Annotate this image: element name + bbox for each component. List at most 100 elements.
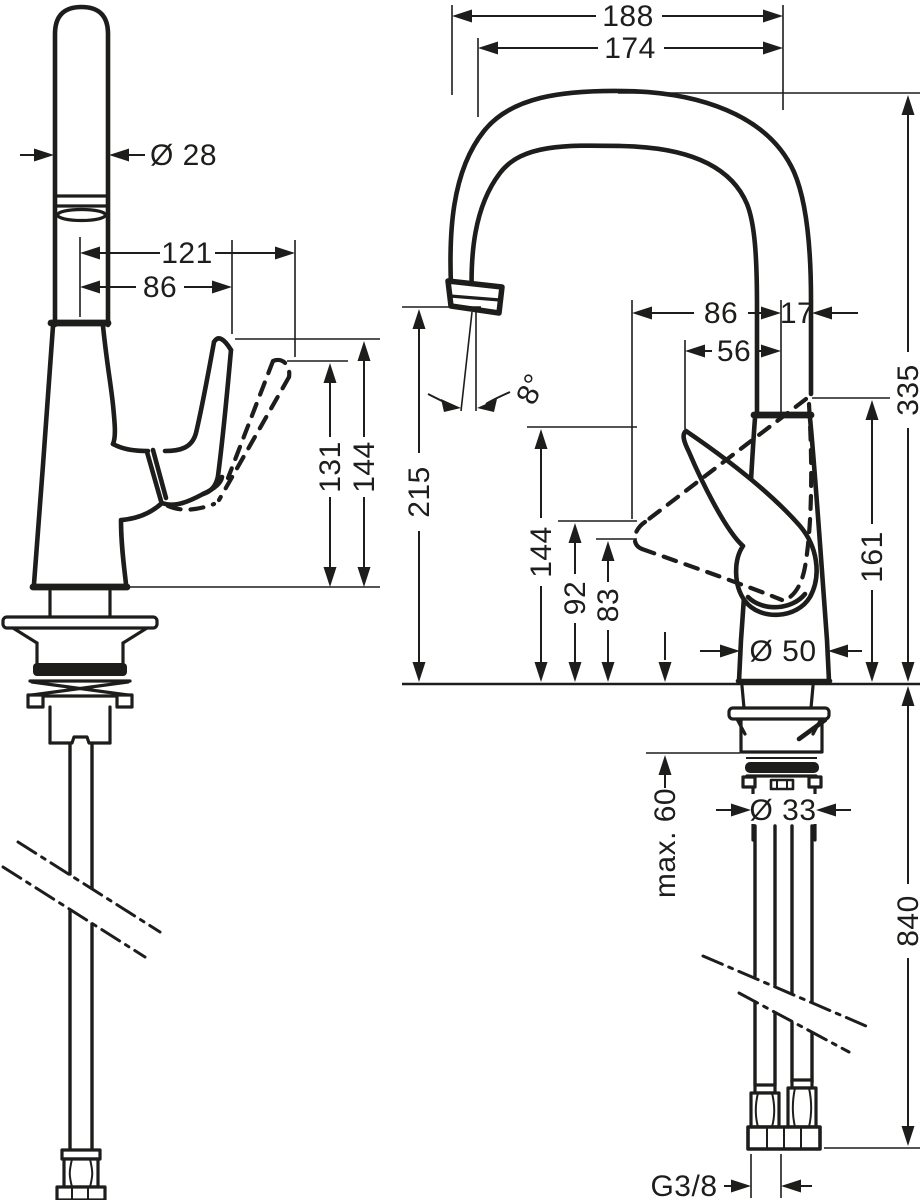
shank-bottom [48, 735, 112, 745]
arrowhead [534, 429, 548, 449]
swivel-collar [55, 207, 108, 223]
arrowhead [323, 567, 337, 587]
dim-handle-to-axis: 56 [717, 335, 751, 368]
dim-hose-length: 840 [892, 895, 923, 947]
dim-max-counter-thickness: max. 60 [649, 788, 682, 898]
dim-spout-diameter: Ø 28 [150, 139, 217, 172]
handle-tilted-edge-2 [216, 374, 292, 503]
seal-band [33, 663, 127, 676]
plate-skirt-right [121, 626, 149, 645]
handle-lowered-bottom [639, 546, 785, 603]
handle-tilted-edge-1 [225, 358, 276, 481]
barrel-braid-2 [89, 1158, 94, 1188]
dim-handle-reach: 86 [143, 271, 177, 304]
arrowhead [441, 399, 461, 412]
arrowhead [412, 309, 426, 329]
handle-lever [162, 339, 217, 454]
handle-lowered-rear [784, 401, 814, 602]
escutcheon-plate [1, 615, 159, 630]
dim-handle-height-tilted: 144 [348, 441, 381, 493]
arrowhead [109, 148, 129, 162]
dim-connection-thread: G3/8 [650, 1170, 717, 1200]
arrowhead [901, 95, 915, 115]
spout-arc-inner [469, 143, 760, 416]
handle-lowered-top [642, 396, 809, 525]
arrowhead [658, 662, 672, 682]
hose1-braid-2 [771, 1092, 776, 1128]
side-view: 8° 188 174 86 17 [402, 0, 923, 1200]
arrowhead [34, 148, 54, 162]
dim-axis-offset: 17 [780, 297, 814, 330]
dim-handle-tip-upper: 92 [559, 581, 592, 615]
angle-slant-line [460, 311, 473, 412]
spout-arc-outer [448, 88, 814, 397]
arrowhead [901, 1126, 915, 1146]
dim-spout-reach: 174 [604, 32, 656, 65]
arrowhead [865, 400, 879, 420]
handle-tilted-tip [270, 357, 292, 380]
body-step [110, 441, 151, 454]
arrowhead [658, 755, 672, 775]
arrowhead [632, 306, 652, 320]
plate-skirt-left [11, 626, 39, 645]
arrowhead [901, 662, 915, 682]
seal-band-side [745, 762, 819, 773]
dim-handle-height: 131 [314, 441, 347, 493]
break-line-3 [701, 954, 868, 1028]
spout-column [52, 4, 111, 328]
body-right-edge-upper [100, 323, 118, 447]
dim-handle-reach-tilted: 121 [161, 237, 213, 270]
break-line-2 [1, 865, 147, 959]
angle-leader-right [485, 391, 511, 405]
nut-tab-right [115, 693, 134, 709]
arrowhead [357, 567, 371, 587]
arrowhead [865, 662, 879, 682]
handle-tilted-bottom [165, 501, 217, 512]
handle-lowered-tip [632, 519, 648, 552]
arrowhead [816, 803, 836, 817]
barrel-braid-1 [68, 1158, 73, 1188]
break-line-4 [737, 991, 851, 1054]
handle-lever-side [681, 428, 819, 618]
arrowhead [812, 306, 832, 320]
dim-spout-angle: 8° [510, 369, 552, 410]
front-view: Ø 28 121 86 131 [1, 4, 381, 1200]
hub-front-edge [144, 449, 164, 504]
arrowhead [568, 523, 582, 543]
arrowhead [534, 662, 548, 682]
dim-handle-tip-lower: 83 [592, 588, 625, 622]
front-dimensions: Ø 28 121 86 131 [20, 139, 381, 587]
arrowhead [761, 306, 781, 320]
mount-clip [769, 778, 795, 791]
label-mask [748, 794, 818, 824]
nut-thread-x2 [30, 680, 130, 697]
hub-front-edge-2 [150, 447, 169, 501]
escutcheon-plate-side [727, 706, 831, 721]
arrowhead [601, 662, 615, 682]
hose2-braid-1 [791, 1087, 796, 1128]
body-left-edge [31, 323, 56, 587]
arrowhead [568, 662, 582, 682]
arrowhead [452, 9, 472, 23]
nut-tab-left [26, 693, 45, 709]
arrowhead [323, 363, 337, 383]
arrowhead [763, 41, 783, 55]
arrowhead [685, 344, 705, 358]
dim-overall-reach: 188 [602, 0, 654, 33]
dim-base-diameter: Ø 50 [749, 635, 816, 668]
break-line-1 [16, 840, 162, 934]
arrowhead [80, 246, 100, 260]
dim-overall-height: 335 [892, 364, 923, 416]
dim-body-top-height: 144 [525, 526, 558, 578]
dim-outlet-to-axis: 86 [704, 297, 738, 330]
arrowhead [275, 246, 295, 260]
nut-tab-right-side [807, 775, 823, 789]
dim-spout-height: 215 [403, 466, 436, 518]
arrowhead [412, 662, 426, 682]
arrowhead [761, 344, 781, 358]
arrowhead [477, 399, 497, 412]
handle-hub-inner-arc [745, 591, 808, 610]
handle-lever-tip [211, 336, 234, 353]
